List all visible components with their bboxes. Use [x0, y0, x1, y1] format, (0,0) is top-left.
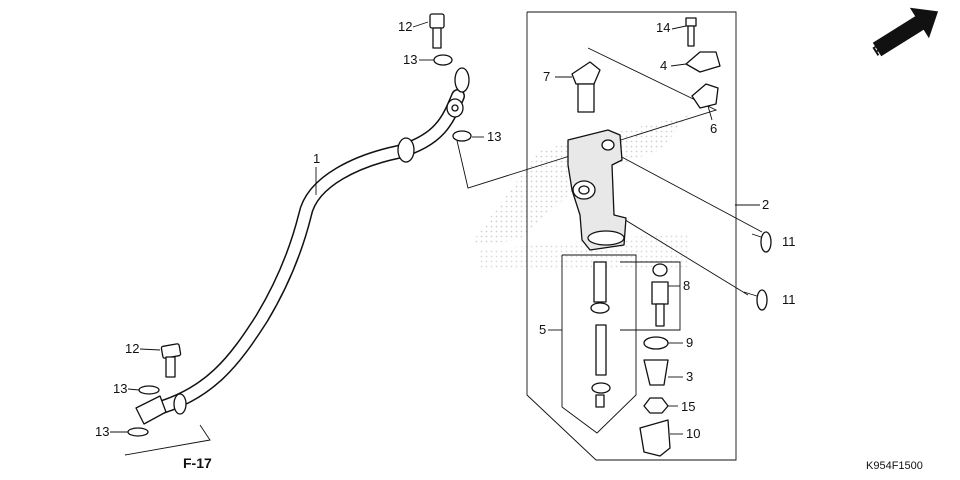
- callout-5: 5: [539, 322, 546, 337]
- callout-ticks: [110, 21, 713, 435]
- washer-top-1: [433, 54, 453, 66]
- direction-arrow-icon: [872, 7, 939, 57]
- callout-13-a: 13: [403, 52, 417, 67]
- callout-15: 15: [681, 399, 695, 414]
- callout-4: 4: [660, 58, 667, 73]
- callout-14: 14: [656, 20, 670, 35]
- bolt-top: [429, 13, 445, 49]
- washer-bottom-1: [138, 385, 160, 395]
- cover-4: [685, 51, 721, 73]
- ref-label: F-17: [183, 455, 212, 471]
- washer-top-2: [452, 130, 472, 142]
- screw-14: [685, 17, 697, 47]
- piston-8: [651, 263, 669, 327]
- callout-11-upper: 11: [782, 234, 796, 249]
- washer-bottom-2: [127, 427, 149, 437]
- callout-12-top: 12: [398, 19, 412, 34]
- bolt-11-upper: [751, 231, 772, 253]
- callout-9: 9: [686, 335, 693, 350]
- callout-13-b: 13: [487, 129, 501, 144]
- joint-10: [639, 419, 671, 457]
- callout-7: 7: [543, 69, 550, 84]
- callout-6: 6: [710, 121, 717, 136]
- callout-10: 10: [686, 426, 700, 441]
- callout-1: 1: [313, 151, 320, 166]
- master-cylinder-body: [567, 129, 627, 251]
- callout-13-c: 13: [113, 381, 127, 396]
- callout-13-d: 13: [95, 424, 109, 439]
- callout-11-lower: 11: [782, 292, 796, 307]
- nut-15: [643, 397, 669, 414]
- bolt-11-lower: [743, 289, 768, 311]
- brake-hose: [135, 67, 470, 425]
- diaphragm-6: [691, 83, 719, 109]
- leader-lines: [124, 11, 763, 461]
- diagram-code: K954F1500: [866, 460, 923, 472]
- callout-8: 8: [683, 278, 690, 293]
- seal-9: [643, 336, 669, 350]
- callout-12-bottom: 12: [125, 341, 139, 356]
- callout-2: 2: [762, 197, 769, 212]
- bolt-bottom: [160, 343, 182, 378]
- reservoir-cap: [571, 61, 601, 113]
- boot-3: [643, 359, 669, 386]
- callout-3: 3: [686, 369, 693, 384]
- push-rod-assembly: [590, 261, 611, 408]
